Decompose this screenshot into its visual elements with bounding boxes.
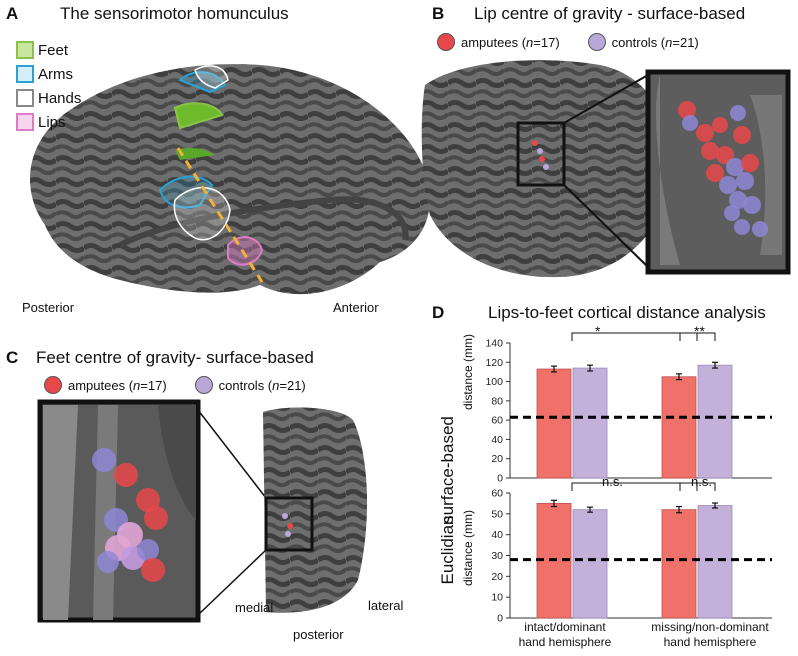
posterior-c-label: posterior — [293, 627, 344, 642]
n-italic: n — [272, 377, 280, 393]
controls-n: =21) — [672, 34, 699, 50]
xlabel-missing-line1: missing/non-dominant — [651, 620, 769, 634]
panel-c-legend: amputees (n =17) controls (n =21) — [44, 376, 306, 394]
n-italic: n — [133, 377, 141, 393]
lips-swatch — [16, 113, 34, 131]
legend-hands-label: Hands — [38, 89, 82, 107]
panel-b-letter: B — [432, 4, 445, 23]
sig-top-left: * — [595, 323, 601, 339]
legend-lips: Lips — [16, 110, 81, 134]
panel-c-letter: C — [6, 348, 19, 367]
sig-top-right: ** — [694, 323, 705, 339]
legend-feet-label: Feet — [38, 41, 69, 59]
y-tick-label: 140 — [485, 338, 503, 350]
legend-arms-label: Arms — [38, 65, 73, 83]
sig-bracket-within — [679, 332, 716, 341]
panel-d-letter: D — [432, 303, 445, 322]
panel-b-legend: amputees (n =17) controls (n =21) — [437, 33, 699, 51]
legend-arms: Arms — [16, 62, 81, 86]
controls-dot — [194, 376, 213, 394]
sig-bracket-between — [571, 482, 698, 491]
controls-bar — [572, 367, 608, 479]
posterior-label: Posterior — [22, 300, 75, 315]
xlabel-intact-line2: hand hemisphere — [518, 635, 612, 649]
y-tick-label: 40 — [491, 529, 503, 541]
y-tick-label: 40 — [491, 434, 503, 446]
anterior-label: Anterior — [333, 300, 379, 315]
hands-swatch — [16, 89, 34, 107]
y-tick-label: 10 — [491, 592, 503, 604]
controls-bar — [697, 505, 733, 619]
xlabel-intact: intact/dominant hand hemisphere — [505, 620, 625, 650]
y-tick-label: 20 — [491, 571, 503, 583]
n-italic: n — [526, 34, 534, 50]
panel-a-legend: Feet Arms Hands Lips — [16, 38, 81, 134]
n-italic: n — [665, 34, 673, 50]
sig-bracket-between — [571, 332, 698, 341]
xlabel-missing-line2: hand hemisphere — [663, 635, 757, 649]
controls-dot — [587, 33, 606, 51]
y-tick-label: 30 — [491, 550, 503, 562]
panel-a-title: The sensorimotor homunculus — [60, 4, 289, 23]
y-tick-label: 120 — [485, 357, 503, 369]
brain-lateral-image — [30, 64, 430, 295]
amputees-bar — [661, 509, 697, 619]
y-tick-label: 0 — [497, 613, 503, 625]
xlabel-missing: missing/non-dominant hand hemisphere — [630, 620, 790, 650]
controls-bar — [697, 364, 733, 479]
y-tick-label: 80 — [491, 395, 503, 407]
homunculus-outlines — [158, 65, 264, 283]
sig-bracket-within — [679, 482, 716, 491]
amputees-bar — [661, 376, 697, 479]
controls-label: controls ( — [218, 377, 273, 393]
amputees-label: amputees ( — [68, 377, 134, 393]
panel-c-title: Feet centre of gravity- surface-based — [36, 348, 314, 367]
y-tick-label: 60 — [491, 488, 503, 500]
legend-lips-label: Lips — [38, 113, 66, 131]
panel-d-title: Lips-to-feet cortical distance analysis — [488, 303, 766, 322]
xlabel-intact-line1: intact/dominant — [524, 620, 606, 634]
feet-swatch — [16, 41, 34, 59]
lip-cog-dots — [678, 101, 768, 237]
arms-swatch — [16, 65, 34, 83]
brain-feet-image — [37, 399, 368, 623]
controls-label: controls ( — [611, 34, 666, 50]
panel-a-letter: A — [6, 4, 19, 23]
panel-b-title: Lip centre of gravity - surface-based — [474, 4, 746, 23]
feet-cog-dots — [92, 448, 168, 582]
sig-bottom-right: n.s. — [691, 474, 712, 489]
y-tick-label: 50 — [491, 508, 503, 520]
amputees-label: amputees ( — [461, 34, 527, 50]
amputees-dot — [437, 33, 455, 51]
lateral-label: lateral — [368, 598, 404, 613]
y-tick-label: 100 — [485, 376, 503, 388]
y-tick-label: 0 — [497, 473, 503, 485]
sig-bottom-left: n.s. — [602, 474, 623, 489]
legend-hands: Hands — [16, 86, 81, 110]
medial-label: medial — [235, 600, 274, 615]
brain-lip-image — [421, 60, 791, 278]
amputees-dot — [44, 376, 62, 394]
y-tick-label: 60 — [491, 415, 503, 427]
y-tick-label: 20 — [491, 453, 503, 465]
controls-bar — [572, 509, 608, 619]
amputees-n: =17) — [533, 34, 560, 50]
controls-n: =21) — [279, 377, 306, 393]
amputees-bar — [536, 368, 572, 479]
legend-feet: Feet — [16, 38, 81, 62]
amputees-n: =17) — [140, 377, 167, 393]
